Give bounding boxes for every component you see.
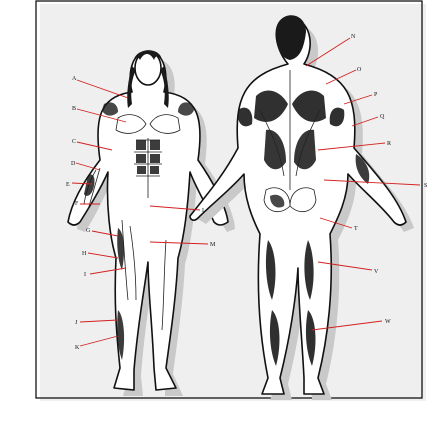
label-m: M [210, 242, 216, 248]
label-l: L [202, 208, 206, 214]
label-e: E [66, 182, 70, 188]
label-o: O [357, 67, 362, 73]
label-q: Q [380, 114, 385, 120]
label-t: T [354, 226, 358, 232]
label-c: C [72, 139, 76, 145]
label-g: G [86, 228, 91, 234]
label-b: B [72, 106, 76, 112]
label-h: H [82, 251, 87, 257]
label-k: K [75, 345, 80, 351]
label-s: S [424, 183, 427, 189]
label-a: A [72, 76, 77, 82]
label-i: I [84, 272, 86, 278]
figure-caption [0, 404, 434, 422]
label-n: N [351, 34, 356, 40]
label-d: D [71, 161, 76, 167]
label-w: W [385, 319, 391, 325]
label-r: R [387, 141, 391, 147]
label-v: V [374, 269, 379, 275]
